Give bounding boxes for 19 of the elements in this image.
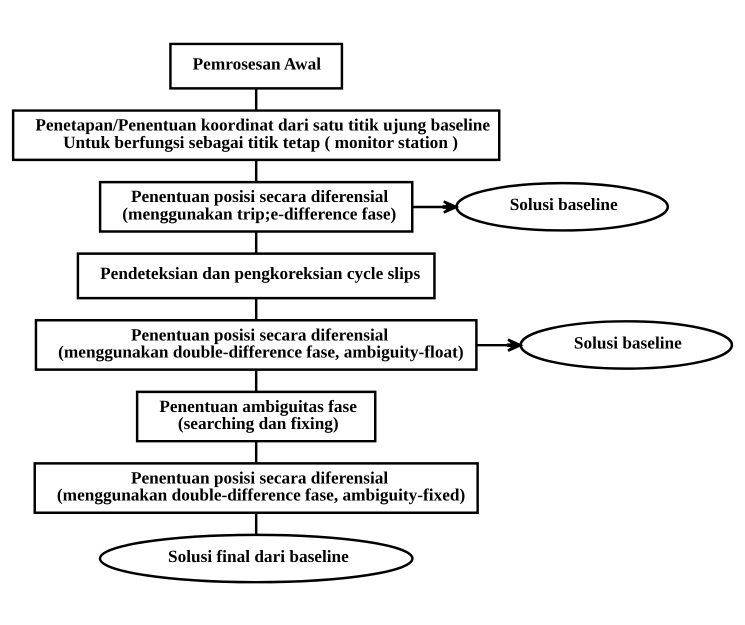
node-box: Penetapan/Penentuan koordinat dari satu titik ujung baseline Untuk berfungsi sebagai titik tetap ( monitor station ) — [12, 108, 500, 161]
node-box: Penentuan posisi secara diferensial (menggunakan double-difference fase, ambiguity-fixed) — [34, 462, 479, 514]
connector — [254, 160, 258, 182]
node-box: Pemrosesan Awal — [169, 42, 344, 90]
arrow — [476, 338, 522, 352]
connector — [254, 512, 258, 534]
connector — [254, 441, 258, 462]
node-box: Pendeteksian dan pengkoreksian cycle slips — [76, 252, 436, 299]
node-box: Penentuan posisi secara diferensial (menggunakan trip;e-difference fase) — [98, 180, 414, 232]
connector — [254, 231, 258, 253]
node-ellipse: Solusi baseline — [455, 181, 670, 232]
node-box: Penentuan ambiguitas fase (searching dan fixing) — [136, 390, 376, 442]
node-box: Penentuan posisi secara diferensial (menggunakan double-difference fase, ambiguity-float) — [34, 318, 478, 370]
node-ellipse: Solusi baseline — [519, 320, 734, 370]
node-ellipse: Solusi final dari baseline — [98, 533, 414, 583]
connector — [254, 88, 258, 110]
connector — [254, 298, 258, 320]
arrow — [412, 200, 458, 214]
connector — [254, 369, 258, 391]
